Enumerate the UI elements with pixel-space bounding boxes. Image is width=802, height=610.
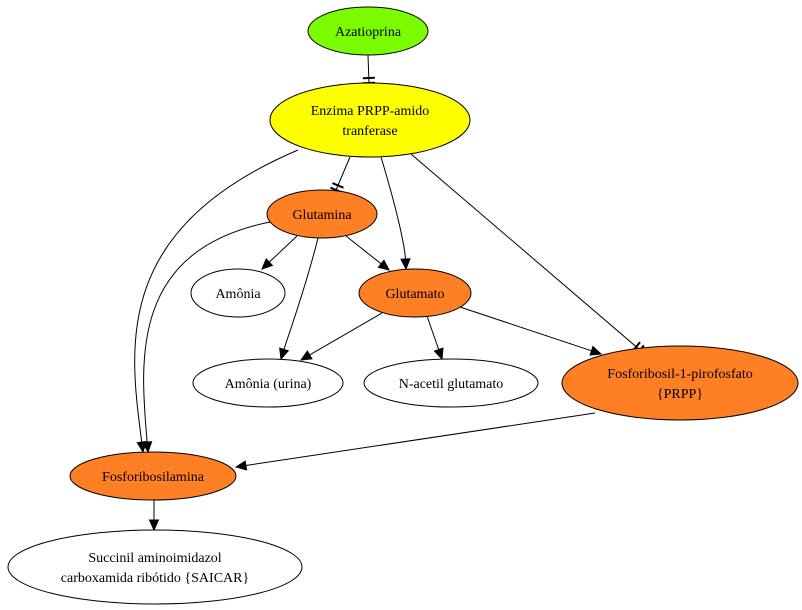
arrowhead <box>433 347 444 361</box>
edge-line <box>459 306 592 352</box>
edge-glutamina-to-fosforibosilamina <box>141 221 271 454</box>
node-label: Fosforibosil-1-pirofosfato <box>607 367 752 382</box>
node-n-acetil: N-acetil glutamato <box>363 358 539 408</box>
arrowhead <box>141 441 153 454</box>
arrowhead <box>400 258 411 271</box>
edge-glutamato-to-prpp <box>459 306 603 356</box>
node-label: Glutamato <box>385 287 444 302</box>
node-glutamina: Glutamina <box>266 189 378 239</box>
node-ellipse <box>358 268 472 318</box>
edge-line <box>345 235 382 265</box>
edge-line <box>283 237 319 350</box>
node-label: Succinil aminoimidazol <box>88 551 221 566</box>
edge-line <box>134 149 299 443</box>
node-label: carboxamida ribótido {SAICAR} <box>61 571 249 586</box>
edge-enzima-to-glutamato <box>380 156 411 271</box>
edge-glutamato-to-amonia_urina <box>299 312 383 361</box>
node-label: N-acetil glutamato <box>399 377 504 392</box>
node-label: Enzima PRPP-amido <box>311 104 430 119</box>
arrowhead <box>589 345 603 356</box>
node-ellipse <box>7 529 303 605</box>
edge-line <box>245 412 596 467</box>
node-label: tranferase <box>342 124 397 139</box>
node-ellipse <box>561 345 799 421</box>
node-label: Amônia (urina) <box>225 377 312 392</box>
edge-line <box>410 153 641 351</box>
node-label: Azatioprina <box>335 25 402 40</box>
node-label: Amônia <box>215 287 261 302</box>
node-ellipse <box>192 358 344 408</box>
node-ellipse <box>269 82 471 158</box>
edge-line <box>309 312 383 356</box>
node-amonia-urina: Amônia (urina) <box>192 358 344 408</box>
node-label: Fosforibosilamina <box>102 470 205 485</box>
node-glutamato: Glutamato <box>358 268 472 318</box>
node-prpp: Fosforibosil-1-pirofosfato {PRPP} <box>561 345 799 421</box>
edge-glutamato-to-n_acetil <box>426 315 444 361</box>
edge-line <box>143 221 271 443</box>
arrowhead <box>279 347 290 361</box>
node-ellipse <box>307 6 429 56</box>
inhibition-bar <box>332 182 344 189</box>
edge-line <box>268 235 298 263</box>
node-ellipse <box>190 268 286 318</box>
node-fosforibosilamina: Fosforibosilamina <box>69 451 237 501</box>
arrowhead <box>148 519 160 532</box>
edge-line <box>380 156 406 260</box>
edge-glutamina-to-glutamato <box>345 235 390 271</box>
node-ellipse <box>266 189 378 239</box>
arrowhead <box>299 350 313 361</box>
edge-glutamina-to-amonia <box>261 235 298 270</box>
node-ellipse <box>363 358 539 408</box>
node-saicar: Succinil aminoimidazol carboxamida ribóti… <box>7 529 303 605</box>
edge-azatioprina-to-enzima <box>362 54 376 85</box>
edge-enzima-to-glutamina <box>330 156 351 194</box>
node-amonia: Amônia <box>190 268 286 318</box>
arrowhead <box>234 460 248 471</box>
edge-glutamina-to-amonia_urina <box>279 237 319 361</box>
node-azatioprina: Azatioprina <box>307 6 429 56</box>
arrowhead <box>261 257 274 270</box>
edge-prpp-to-fosforibosilamina <box>234 412 596 471</box>
node-label: {PRPP} <box>657 387 703 402</box>
edge-line <box>426 315 440 350</box>
node-label: Glutamina <box>292 208 352 223</box>
node-ellipse <box>69 451 237 501</box>
node-enzima: Enzima PRPP-amido tranferase <box>269 82 471 158</box>
edge-fosforibosilamina-to-saicar <box>148 500 160 532</box>
arrowhead <box>377 259 390 271</box>
edge-enzima-to-prpp <box>410 153 645 356</box>
